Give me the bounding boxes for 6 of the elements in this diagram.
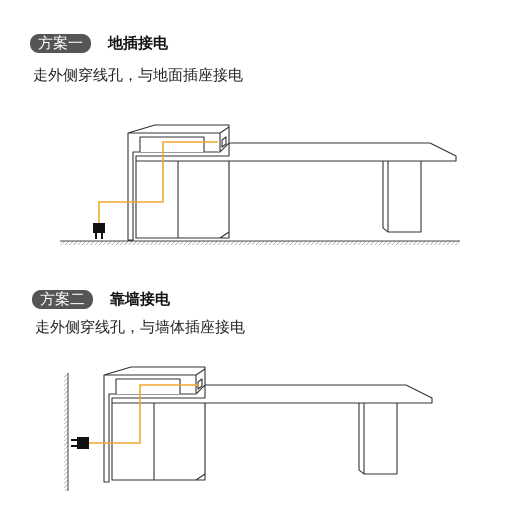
description-text: 走外侧穿线孔，与地面插座接电 (33, 66, 243, 85)
description-text: 走外侧穿线孔，与墙体插座接电 (35, 318, 245, 337)
scheme-badge: 方案一 (30, 34, 91, 53)
section-heading: 靠墙接电 (110, 290, 170, 309)
scheme-badge: 方案二 (32, 290, 93, 309)
section-heading: 地插接电 (108, 34, 168, 53)
